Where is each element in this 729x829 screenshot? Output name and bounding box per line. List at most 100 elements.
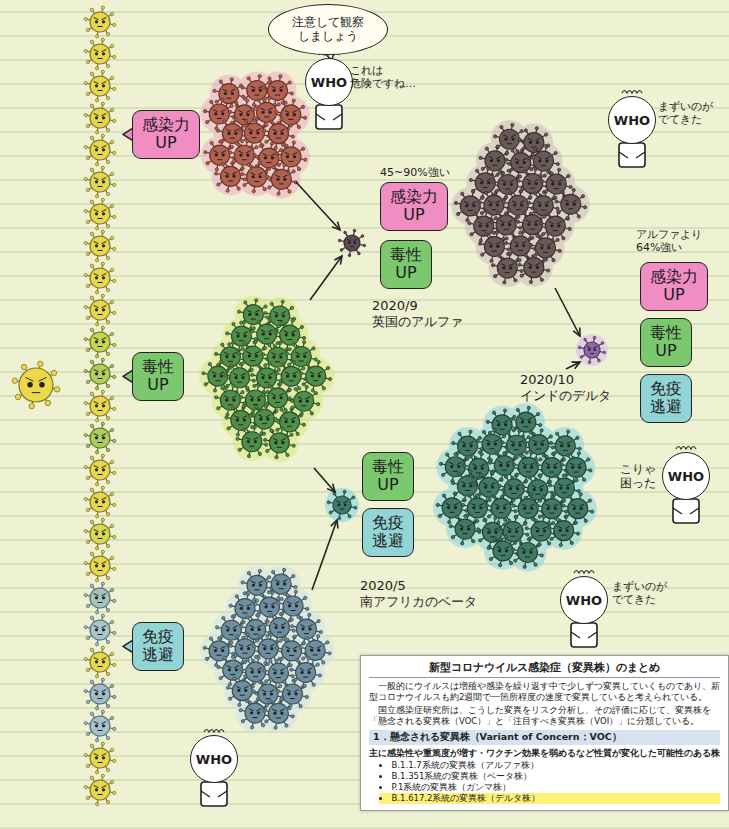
evolution-arrow [310, 256, 342, 300]
virus-icon [84, 358, 116, 390]
virus-icon [536, 493, 568, 525]
handwritten-note: 2020/5 南アフリカのベータ [360, 578, 479, 609]
virus-icon [238, 117, 270, 149]
evolution-arrow [296, 182, 340, 230]
evolution-arrow [314, 468, 335, 492]
virus-icon [84, 582, 116, 614]
virus-icon [239, 697, 271, 729]
who-head: WHO [305, 58, 353, 106]
virus-icon [539, 210, 571, 242]
virus-icon [517, 168, 549, 200]
virus-icon [300, 360, 332, 392]
who-head: WHO [608, 96, 656, 144]
virus-icon [266, 164, 298, 196]
virus-icon [504, 230, 536, 262]
virus-icon [528, 145, 560, 177]
evolution-arrow [312, 520, 338, 590]
handwritten-note: 45~90%強い [380, 166, 452, 179]
who-label: WHO [566, 593, 602, 608]
evolution-arrow [555, 288, 580, 336]
virus-icon [84, 710, 116, 742]
virus-icon [275, 360, 307, 392]
virus-icon [263, 118, 295, 150]
virus-cluster [200, 72, 310, 199]
virus-icon [84, 742, 116, 774]
virus-icon [252, 633, 284, 665]
document-text: 新型コロナウイルス感染症（変異株）のまとめ [369, 661, 720, 678]
trait-box: 感染力 UP [380, 182, 448, 231]
virus-icon [512, 493, 544, 525]
virus-icon [518, 252, 550, 284]
virus-icon [215, 161, 247, 193]
virus-icon [327, 490, 357, 520]
document-text: 一般的にウイルスは増殖や感染を繰り返す中で少しずつ変異していくものであり、新型コ… [369, 681, 720, 703]
virus-icon [262, 75, 294, 107]
trait-box: 毒性 UP [380, 240, 432, 289]
trait-label: 免疫 逃避 [141, 628, 175, 665]
virus-icon [84, 262, 116, 294]
trait-box: 感染力 UP [132, 110, 200, 159]
trait-label: 毒性 UP [649, 324, 683, 361]
virus-icon [236, 426, 268, 458]
virus-icon [555, 188, 587, 220]
document-text: B.1.617.2系統の変異株（デルタ株） [379, 793, 720, 804]
virus-icon [276, 635, 308, 667]
trait-box: 毒性 UP [362, 452, 414, 501]
virus-icon [479, 145, 511, 177]
virus-icon [523, 429, 555, 461]
document-text: 国立感染症研究所は、こうした変異をリスク分析し、その評価に応じて、変異株を「懸念… [369, 705, 720, 727]
who-head: WHO [662, 452, 710, 500]
virus-icon [263, 697, 295, 729]
who-label: WHO [614, 113, 650, 128]
handwritten-note: アルファより 64%強い [636, 228, 704, 254]
trait-label: 感染力 UP [649, 268, 699, 305]
virus-icon [84, 518, 116, 550]
trait-box: 免疫 逃避 [362, 508, 414, 557]
virus-icon [84, 198, 116, 230]
trait-box: 感染力 UP [640, 262, 708, 311]
who-head: WHO [560, 576, 608, 624]
who-label: WHO [311, 75, 347, 90]
document-text: 1．懸念される変異株（Variant of Concern：VOC） [369, 730, 720, 744]
trait-label: 感染力 UP [141, 116, 191, 153]
virus-icon [241, 161, 273, 193]
virus-icon [84, 486, 116, 518]
virus-icon [84, 550, 116, 582]
virus-icon [469, 167, 501, 199]
virus-icon [84, 38, 116, 70]
virus-icon [488, 450, 520, 482]
virus-icon [491, 252, 523, 284]
virus-column [84, 6, 116, 806]
ruled-lines [0, 12, 729, 828]
trait-box: 毒性 UP [640, 318, 692, 367]
handwritten-note: まずいのが でてきた [658, 100, 715, 126]
virus-icon [84, 422, 116, 454]
virus-icon [449, 513, 481, 545]
virus-icon [512, 537, 544, 569]
virus-icon [84, 166, 116, 198]
virus-icon [202, 360, 234, 392]
document-text: P.1系統の変異株（ガンマ株） [379, 782, 720, 793]
virus-icon [578, 336, 605, 363]
merged-virus [338, 229, 365, 256]
virus-icon [487, 535, 519, 567]
virus-icon [494, 123, 526, 155]
virus-icon [299, 635, 331, 667]
document-text: B.1.1.7系統の変異株（アルファ株） [379, 760, 720, 771]
virus-cluster [199, 296, 335, 462]
virus-icon [84, 134, 116, 166]
virus-icon [84, 70, 116, 102]
virus-icon [265, 568, 297, 600]
virus-icon [84, 678, 116, 710]
virus-icon [224, 362, 256, 394]
virus-cluster [200, 565, 334, 732]
virus-icon [237, 340, 269, 372]
virus-icon [12, 361, 60, 409]
virus-icon [84, 390, 116, 422]
trait-label: 感染力 UP [389, 188, 439, 225]
trait-label: 免疫 逃避 [649, 380, 683, 417]
merged-virus [325, 488, 359, 522]
handwritten-note: 2020/9 英国のアルファ [372, 298, 465, 329]
virus-icon [84, 326, 116, 358]
